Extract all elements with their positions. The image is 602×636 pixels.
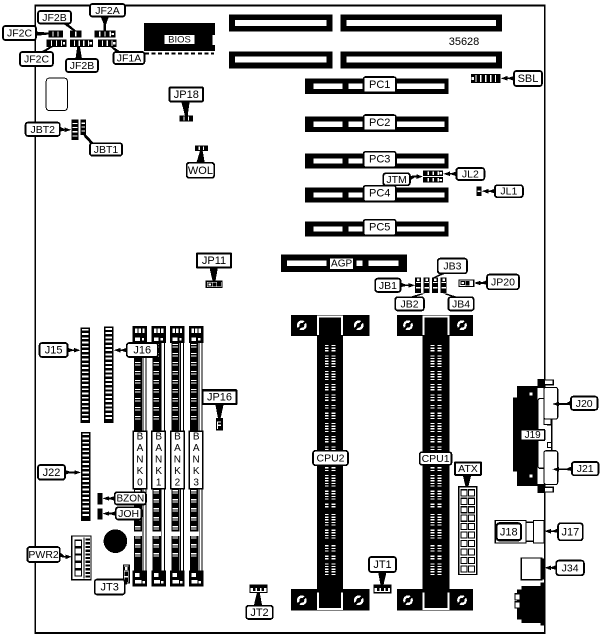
svg-text:PC4: PC4 (369, 188, 390, 200)
svg-text:N: N (193, 455, 200, 466)
svg-text:JL2: JL2 (462, 169, 479, 181)
svg-text:J16: J16 (133, 345, 151, 357)
svg-text:3: 3 (193, 478, 199, 489)
svg-text:PC2: PC2 (369, 117, 390, 129)
svg-text:AGP: AGP (331, 258, 352, 269)
svg-text:JB3: JB3 (443, 260, 461, 272)
svg-text:J20: J20 (576, 398, 593, 410)
svg-text:JF2A: JF2A (95, 5, 120, 17)
svg-text:JBT1: JBT1 (94, 144, 119, 156)
svg-text:JP18: JP18 (174, 89, 199, 101)
svg-text:N: N (136, 455, 143, 466)
svg-text:J21: J21 (577, 463, 594, 475)
svg-text:JF1A: JF1A (117, 53, 142, 65)
svg-text:JF2C: JF2C (7, 28, 33, 40)
svg-text:JTM: JTM (386, 174, 406, 186)
svg-text:B: B (193, 432, 200, 443)
svg-text:WOL: WOL (188, 165, 213, 177)
svg-text:JP20: JP20 (491, 276, 515, 288)
svg-text:JB1: JB1 (379, 280, 397, 292)
svg-text:JB4: JB4 (452, 298, 470, 310)
svg-text:JP16: JP16 (207, 392, 232, 404)
svg-text:PC5: PC5 (369, 222, 390, 234)
svg-text:PC1: PC1 (369, 79, 390, 91)
svg-text:N: N (174, 455, 181, 466)
svg-text:JF2C: JF2C (24, 54, 50, 66)
svg-text:K: K (155, 466, 162, 477)
svg-text:A: A (137, 443, 144, 454)
svg-text:B: B (137, 432, 144, 443)
svg-text:K: K (174, 466, 181, 477)
svg-text:JT3: JT3 (101, 582, 119, 594)
svg-text:JOH: JOH (118, 508, 139, 520)
svg-text:SBL: SBL (518, 73, 539, 85)
svg-text:J22: J22 (43, 467, 61, 479)
svg-text:B: B (155, 432, 162, 443)
svg-text:A: A (193, 443, 200, 454)
svg-text:0: 0 (137, 478, 143, 489)
svg-text:JF2B: JF2B (42, 12, 67, 24)
svg-text:PC3: PC3 (369, 154, 390, 166)
svg-text:J34: J34 (562, 562, 579, 574)
svg-text:CPU1: CPU1 (422, 453, 450, 465)
svg-text:2: 2 (175, 478, 181, 489)
svg-text:J15: J15 (45, 345, 63, 357)
svg-text:J18: J18 (500, 526, 518, 538)
svg-text:JT1: JT1 (373, 559, 391, 571)
svg-text:JL1: JL1 (500, 186, 517, 198)
svg-text:K: K (137, 466, 144, 477)
svg-text:J19: J19 (525, 430, 542, 441)
svg-text:JF2B: JF2B (70, 60, 95, 72)
svg-text:BIOS: BIOS (168, 34, 191, 45)
svg-text:PWR2: PWR2 (28, 549, 58, 561)
svg-text:JP11: JP11 (202, 255, 226, 267)
svg-text:35628: 35628 (449, 36, 480, 48)
svg-text:B: B (174, 432, 181, 443)
svg-text:N: N (155, 455, 162, 466)
svg-text:K: K (193, 466, 200, 477)
svg-text:JB2: JB2 (401, 298, 419, 310)
svg-text:1: 1 (156, 478, 162, 489)
svg-text:ATX: ATX (458, 463, 478, 475)
svg-text:CPU2: CPU2 (316, 453, 344, 465)
svg-text:JT2: JT2 (250, 607, 268, 619)
svg-text:BZON: BZON (116, 493, 144, 504)
svg-text:J17: J17 (562, 526, 580, 538)
svg-text:A: A (155, 443, 162, 454)
svg-text:A: A (174, 443, 181, 454)
svg-text:JBT2: JBT2 (30, 124, 55, 136)
